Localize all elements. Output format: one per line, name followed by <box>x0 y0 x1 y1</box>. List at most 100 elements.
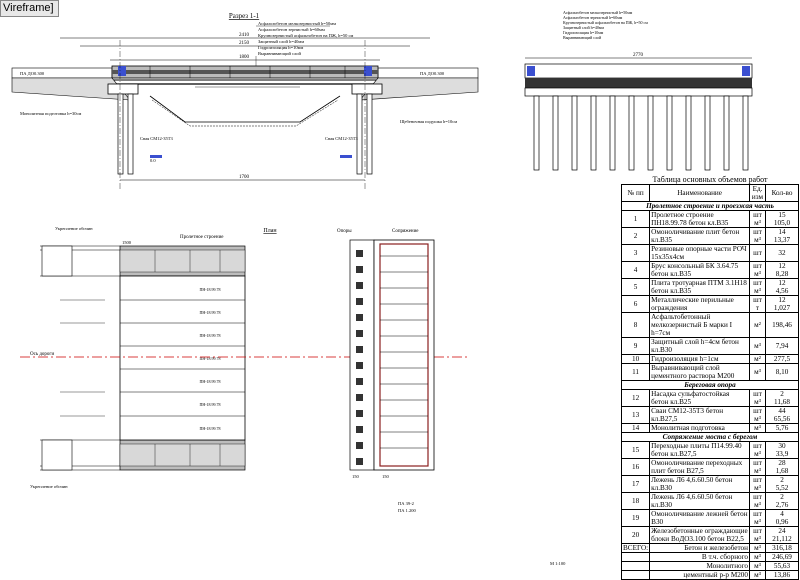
row-number: 3 <box>620 244 651 262</box>
dim-span: 1800 <box>239 55 250 60</box>
svg-text:ПН-18.99.78: ПН-18.99.78 <box>199 426 220 431</box>
abutment-left-label: ПА ДО0.300 <box>20 71 45 76</box>
window-tab[interactable]: Vireframe] <box>0 0 59 17</box>
row-number: 19 <box>620 509 651 527</box>
row-number: 2 <box>620 227 651 245</box>
plan-joints-label: Сопряжение <box>392 229 419 234</box>
table-section-header: Береговая опора <box>621 380 799 390</box>
row-unit: шт <box>749 244 766 262</box>
plan-left-dim: 1500 <box>122 240 132 245</box>
row-qty: 5,76 <box>765 423 799 433</box>
total-qty: 246,69 <box>765 552 799 562</box>
abutment-right-label: ПА ДО0.300 <box>420 71 445 76</box>
section-title-cell: Сопряжение моста с берегом <box>621 432 799 442</box>
row-qty: 32 <box>765 244 799 262</box>
row-number: 14 <box>620 423 651 433</box>
dim-inner: 2150 <box>239 41 250 46</box>
row-number: 9 <box>620 337 651 355</box>
row-name: Лежень Л6 4,6.60.50 бетон кл.В30 <box>649 492 750 510</box>
plan-title: План <box>263 228 277 234</box>
plan-axis-label: Ось дороги <box>30 352 54 357</box>
dim-right-width: 2770 <box>633 53 644 58</box>
total-label <box>620 570 651 580</box>
total-unit: м³ <box>749 543 766 553</box>
quantities-table: Таблица основных объемов работ № пп Наим… <box>620 176 799 580</box>
gravel-note: Щебеночная подушка h=10см <box>400 119 457 124</box>
plan-view: План Пролетное строение Опоры Сопряжение… <box>20 226 470 513</box>
row-number: 20 <box>620 526 651 544</box>
row-name: Плита тротуарная ПТМ 3.1Н18 бетон кл.В35 <box>649 278 750 296</box>
svg-text:Асфальтобетон мелкозернистый h: Асфальтобетон мелкозернистый h=50мм <box>563 10 633 15</box>
row-number: 1 <box>620 210 651 228</box>
section-notes: Асфальтобетон мелкозернистый h=50мм Асфа… <box>255 21 354 66</box>
row-number: 10 <box>620 354 651 364</box>
total-name: Бетон и железобетон <box>649 543 750 553</box>
support-dim-1: 150 <box>352 474 360 479</box>
row-name: Гидроизоляция h=1см <box>649 354 750 364</box>
table-section-header: Сопряжение моста с берегом <box>621 432 799 442</box>
total-unit: м³ <box>749 552 766 562</box>
pile-right-label: Свая СМ12-35Т3 <box>325 136 359 141</box>
plan-slab-bottom: Укрепление обочин <box>30 484 68 489</box>
row-number: 16 <box>620 458 651 476</box>
section-1-1: Разрез 1-1 Асфальтобетон мелкозернистый … <box>11 12 479 190</box>
total-unit: м³ <box>749 570 766 580</box>
row-name: Переходные плиты П14.99.40 бетон кл.В27,… <box>649 441 750 459</box>
total-unit: м³ <box>749 561 766 571</box>
row-number: 6 <box>620 295 651 313</box>
dim-pile-base: 1700 <box>239 175 250 180</box>
row-number: 11 <box>620 363 651 381</box>
row-name: Омоноличивание переходных плит бетон В27… <box>649 458 750 476</box>
row-number: 5 <box>620 278 651 296</box>
support-dim-2: 150 <box>382 474 390 479</box>
plan-span-label: Пролетное строение <box>180 235 224 240</box>
total-qty: 13,86 <box>765 570 799 580</box>
row-name: Пролетное строение ПН18.99.78 бетон кл.В… <box>649 210 750 228</box>
svg-text:Гидроизоляция h=10мм: Гидроизоляция h=10мм <box>563 30 604 35</box>
row-name: Брус консольный БК 3.64.75 бетон кл.В35 <box>649 261 750 279</box>
row-name: Омоноличивание плит бетон кл.В35 <box>649 227 750 245</box>
svg-text:Асфальтобетон зернистый h=60мм: Асфальтобетон зернистый h=60мм <box>563 15 623 20</box>
total-qty: 316,18 <box>765 543 799 553</box>
row-unit: м³ <box>749 363 766 381</box>
pile-left-label: Свая СМ12-35Т3 <box>140 136 174 141</box>
plan-bottom-code-2: ПА 1.200 <box>398 508 416 513</box>
svg-text:Крупнозернистый асфальтобетон: Крупнозернистый асфальтобетон на ПЖ, h=5… <box>563 20 648 26</box>
row-name: Сваи СМ12-35Т3 бетон кл.В27,5 <box>649 406 750 424</box>
note-4: Защитный слой h=40мм <box>258 39 304 44</box>
row-name: Лежень Л6 4,6.60.50 бетон кл.В30 <box>649 475 750 493</box>
row-name: Защитный слой h=4см бетон кл.В30 <box>649 337 750 355</box>
table-header: № пп Наименование Ед. изм Кол-во <box>620 184 799 202</box>
row-qty: 8,10 <box>765 363 799 381</box>
dim-total: 2410 <box>239 33 250 38</box>
row-qty: 277,5 <box>765 354 799 364</box>
